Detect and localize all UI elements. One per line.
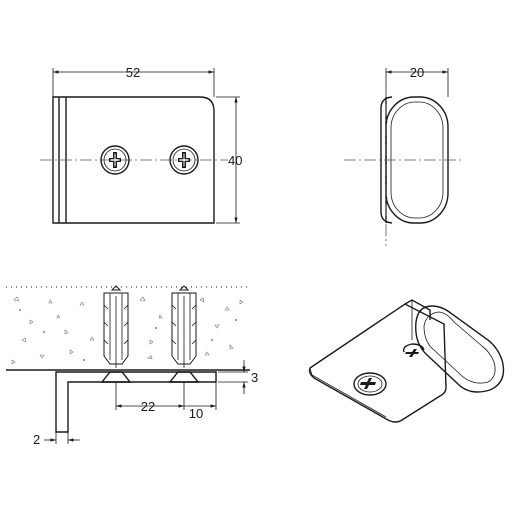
front-screw-left [100, 145, 130, 175]
plate-thickness-dimension: 3 [218, 360, 258, 394]
front-view: 52 40 [40, 65, 242, 224]
front-plate-outline [52, 96, 215, 224]
edge-offset-dimension: 10 [184, 382, 217, 421]
front-height-label: 40 [228, 153, 242, 168]
screw-spacing-label: 22 [141, 399, 155, 414]
isometric-view [308, 299, 505, 423]
front-width-dimension: 52 [52, 65, 215, 97]
wall-dowel-right [171, 285, 197, 368]
front-screw-right [169, 145, 199, 175]
bracket-section [55, 371, 217, 433]
glass-gap-label: 2 [33, 432, 40, 447]
iso-screw-back [402, 343, 425, 357]
iso-base-plate [308, 303, 447, 423]
side-view: 20 [344, 65, 462, 246]
glass-gap-dimension: 2 [33, 432, 80, 447]
section-view: 22 10 3 2 [6, 285, 258, 447]
iso-pad [415, 305, 505, 393]
iso-screw-front [353, 372, 387, 396]
side-depth-label: 20 [410, 65, 424, 80]
front-height-dimension: 40 [216, 96, 242, 224]
front-width-label: 52 [126, 65, 140, 80]
screw-spacing-dimension: 22 [115, 382, 185, 414]
wall-dowel-left [103, 285, 129, 368]
edge-offset-label: 10 [189, 406, 203, 421]
screw-head-left [100, 371, 132, 383]
side-depth-dimension: 20 [385, 65, 449, 97]
screw-head-right [168, 371, 200, 383]
plate-thickness-label: 3 [251, 370, 258, 385]
wall-section [6, 286, 250, 371]
